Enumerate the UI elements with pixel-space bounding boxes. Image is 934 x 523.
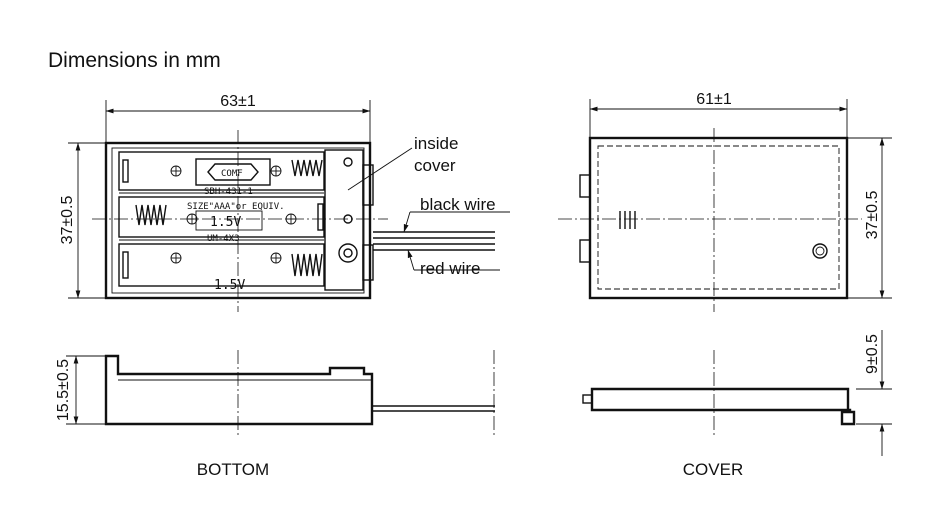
page-title: Dimensions in mm bbox=[48, 49, 221, 72]
cover-plan-view: 61±1 37±0.5 bbox=[558, 91, 892, 312]
wires bbox=[373, 231, 495, 251]
black-wire-label: black wire bbox=[420, 195, 496, 214]
red-wire-label: red wire bbox=[420, 259, 480, 278]
battery-slot-1 bbox=[118, 151, 325, 191]
cover-depth-label: 9±0.5 bbox=[864, 334, 881, 374]
switch-grille bbox=[619, 211, 636, 229]
red-wire-leader bbox=[407, 249, 415, 271]
logo-text: COMF bbox=[221, 169, 243, 179]
voltage-marking-bottom: 1.5V bbox=[214, 278, 245, 293]
black-wire-leader bbox=[403, 211, 411, 233]
model-marking: SBH-431-1 bbox=[204, 187, 253, 197]
bottom-width-label: 63±1 bbox=[220, 93, 256, 110]
battery-slot-3 bbox=[118, 243, 325, 287]
comf-logo bbox=[207, 163, 259, 181]
cover-width-label: 61±1 bbox=[696, 91, 732, 108]
plus-symbol bbox=[170, 165, 182, 177]
inside-cover-leader bbox=[347, 147, 413, 191]
plus-symbol bbox=[270, 252, 282, 264]
screw-hole bbox=[812, 243, 828, 259]
size-marking: SIZE"AAA"or EQUIV. bbox=[187, 202, 285, 212]
logo-plate bbox=[195, 158, 271, 186]
voltage-marking-top: 1.5V bbox=[210, 215, 241, 230]
battery-slot-2 bbox=[118, 196, 325, 238]
spring-contact-2 bbox=[135, 204, 167, 226]
cover-outline bbox=[588, 136, 849, 300]
inside-cover-label-line2: cover bbox=[414, 156, 456, 175]
bottom-height-label: 37±0.5 bbox=[59, 195, 76, 244]
inside-cover-label-line1: inside bbox=[414, 134, 458, 153]
bottom-plan-view: COMF SBH-431-1 SIZE"AAA"or EQUIV. 1.5V U… bbox=[59, 93, 510, 312]
cover-side-profile bbox=[590, 387, 856, 426]
cover-height-label: 37±0.5 bbox=[864, 190, 881, 239]
cover-view-label: COVER bbox=[683, 460, 743, 479]
bottom-side-view: 15.5±0.5 bbox=[55, 350, 495, 435]
bottom-view-label: BOTTOM bbox=[197, 460, 269, 479]
cover-side-view: 9±0.5 bbox=[582, 330, 892, 456]
plus-symbol bbox=[170, 252, 182, 264]
spring-contact-3 bbox=[291, 253, 323, 277]
inside-cover-tab bbox=[324, 149, 364, 291]
bottom-case-side-profile bbox=[104, 354, 374, 426]
bottom-depth-label: 15.5±0.5 bbox=[55, 359, 72, 421]
plus-symbol bbox=[270, 165, 282, 177]
spring-contact-1 bbox=[291, 159, 323, 177]
cell-type-marking: UM-4X3 bbox=[207, 234, 240, 244]
